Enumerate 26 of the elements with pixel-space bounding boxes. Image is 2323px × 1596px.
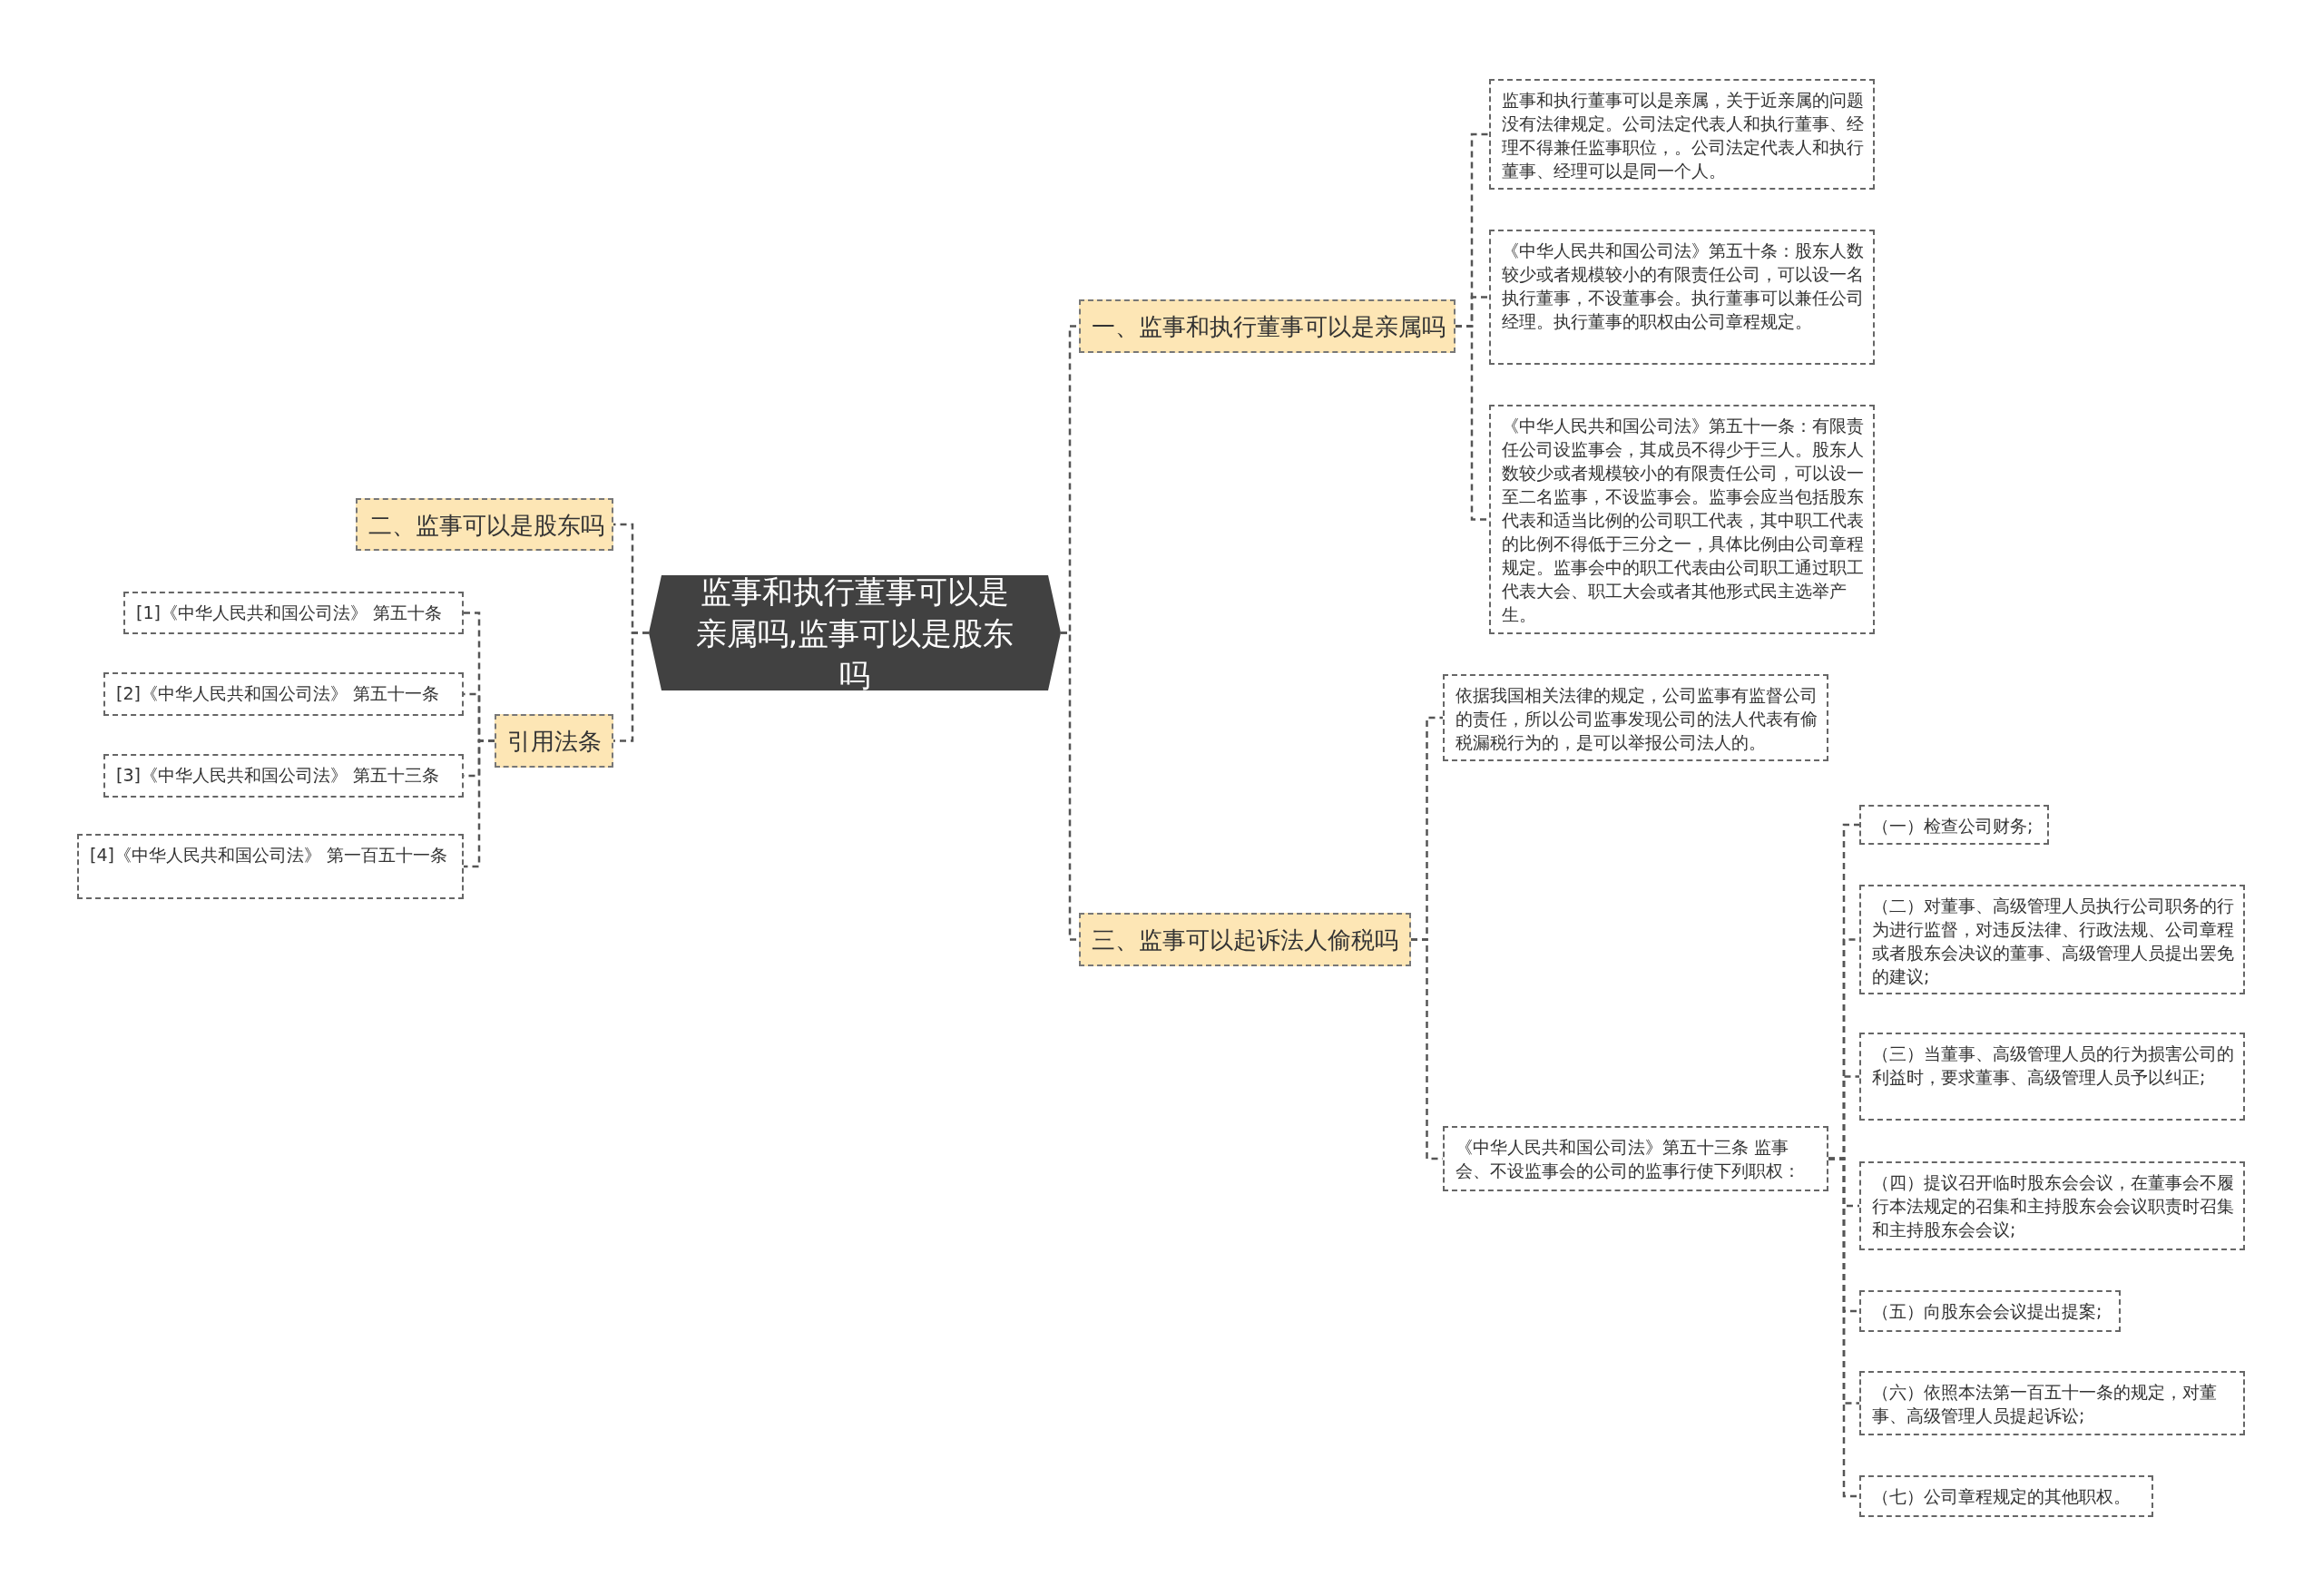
note-box: [3]《中华人民共和国公司法》 第五十三条 — [103, 754, 464, 798]
note-box: 《中华人民共和国公司法》第五十一条：有限责任公司设监事会，其成员不得少于三人。股东人数较少或者规模较小的有限责任公司，可以设一至二名监事，不设监事会。监事会应当包括股东代表和适当比例的公司职工代表，其中职工代表的比例不得低于三分之一，具体比例由公司章程规定。监事会中的职工代表由公司职工通过职工代表大会、职工大会或者其他形式民主选举产生。 — [1489, 405, 1875, 634]
topic-box: 一、监事和执行董事可以是亲属吗 — [1079, 299, 1456, 353]
topic-box: 二、监事可以是股东吗 — [356, 498, 613, 551]
note-box: （二）对董事、高级管理人员执行公司职务的行为进行监督，对违反法律、行政法规、公司章程或者股东会决议的董事、高级管理人员提出罢免的建议; — [1859, 885, 2245, 994]
note-box: （四）提议召开临时股东会会议，在董事会不履行本法规定的召集和主持股东会会议职责时召集和主持股东会会议; — [1859, 1161, 2245, 1250]
topic-box: 三、监事可以起诉法人偷税吗 — [1079, 913, 1411, 966]
note-box: 《中华人民共和国公司法》第五十条：股东人数较少或者规模较小的有限责任公司，可以设一名执行董事，不设董事会。执行董事可以兼任公司经理。执行董事的职权由公司章程规定。 — [1489, 230, 1875, 365]
note-box: （五）向股东会会议提出提案; — [1859, 1290, 2121, 1332]
note-box: 依据我国相关法律的规定，公司监事有监督公司的责任，所以公司监事发现公司的法人代表有偷税漏税行为的，是可以举报公司法人的。 — [1443, 674, 1828, 761]
topic-box: 引用法条 — [495, 714, 613, 768]
central-topic-hexagon: 监事和执行董事可以是亲属吗,监事可以是股东吗 — [649, 575, 1061, 690]
note-box: （三）当董事、高级管理人员的行为损害公司的利益时，要求董事、高级管理人员予以纠正; — [1859, 1033, 2245, 1121]
note-box: [4]《中华人民共和国公司法》 第一百五十一条 — [77, 834, 464, 899]
connector-line — [613, 632, 649, 742]
note-box: （一）检查公司财务; — [1859, 805, 2049, 845]
connector-line — [1061, 632, 1079, 941]
note-box: 监事和执行董事可以是亲属，关于近亲属的问题没有法律规定。公司法定代表人和执行董事、经理不得兼任监事职位，。公司法定代表人和执行董事、经理可以是同一个人。 — [1489, 79, 1875, 190]
note-box: [1]《中华人民共和国公司法》 第五十条 — [123, 592, 464, 634]
connector-line — [1456, 325, 1489, 521]
note-box: 《中华人民共和国公司法》第五十三条 监事会、不设监事会的公司的监事行使下列职权： — [1443, 1126, 1828, 1191]
connector-line — [464, 739, 495, 868]
note-box: [2]《中华人民共和国公司法》 第五十一条 — [103, 672, 464, 716]
note-box: （七）公司章程规定的其他职权。 — [1859, 1475, 2153, 1517]
connector-line — [1828, 1157, 1859, 1498]
note-box: （六）依照本法第一百五十一条的规定，对董事、高级管理人员提起诉讼; — [1859, 1371, 2245, 1435]
